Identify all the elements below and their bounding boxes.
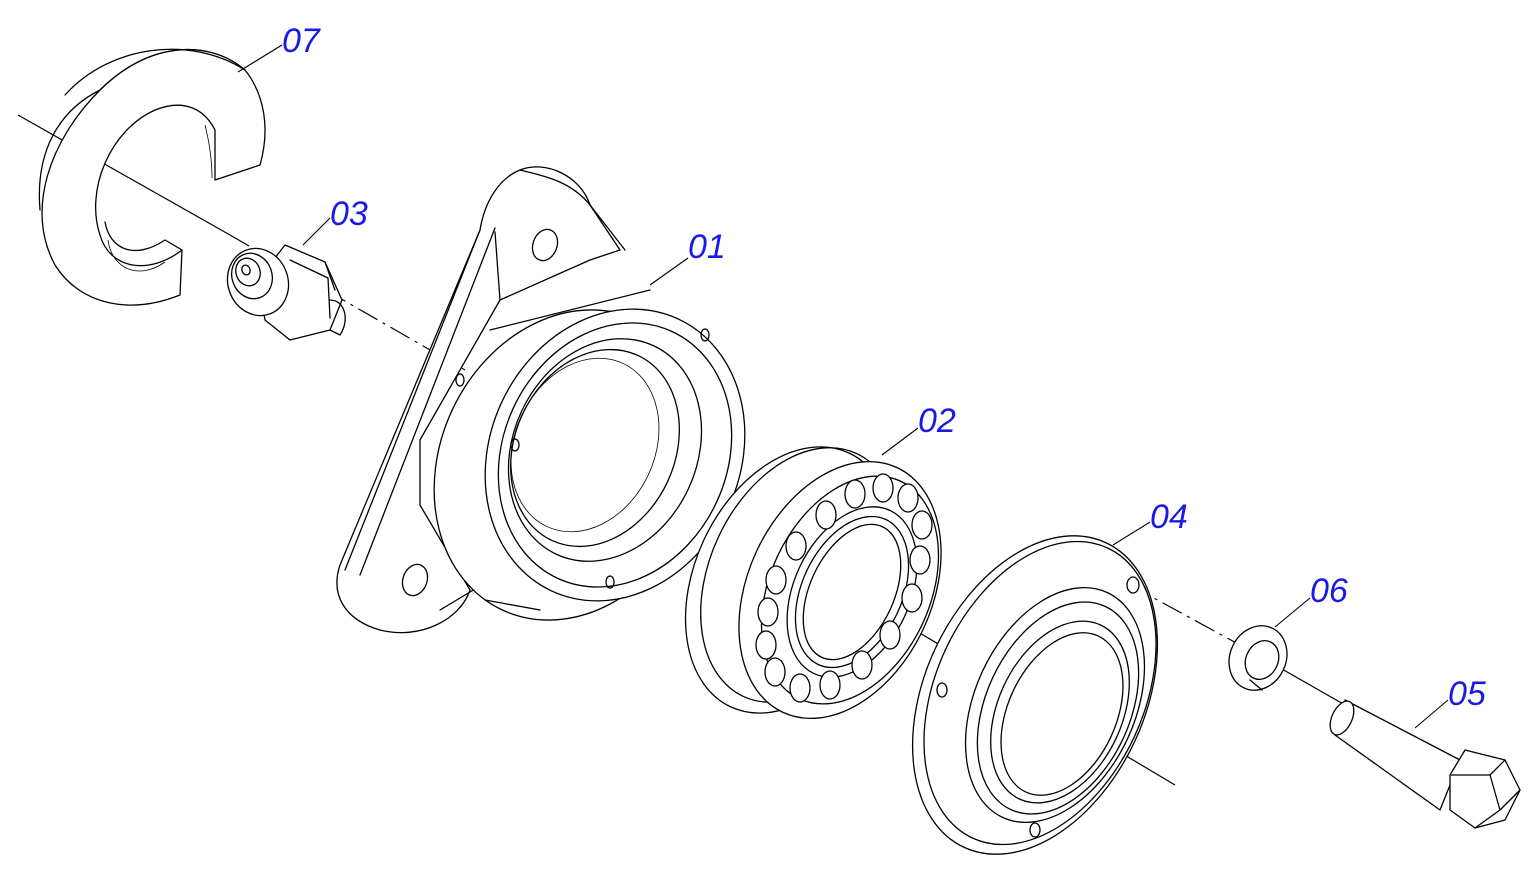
part-01-flange-housing — [336, 166, 746, 634]
part-02-roller-bearing — [684, 446, 942, 720]
bearing-rollers — [755, 473, 933, 703]
part-07-c-ring — [38, 48, 266, 306]
part-05-hex-bolt — [1329, 699, 1521, 829]
label-part-06: 06 — [1310, 572, 1348, 610]
part-06-spring-washer — [1228, 625, 1288, 691]
label-part-03: 03 — [330, 195, 368, 233]
label-part-07: 07 — [282, 22, 321, 60]
label-part-01: 01 — [688, 228, 726, 266]
part-03-grease-nipple — [226, 244, 346, 341]
leader-lines — [237, 44, 1449, 729]
label-part-04: 04 — [1150, 498, 1188, 536]
part-04-seal-cover — [911, 535, 1159, 855]
part-labels: 07 03 01 02 04 06 05 — [282, 22, 1486, 713]
label-part-05: 05 — [1448, 675, 1486, 713]
label-part-02: 02 — [918, 402, 956, 440]
